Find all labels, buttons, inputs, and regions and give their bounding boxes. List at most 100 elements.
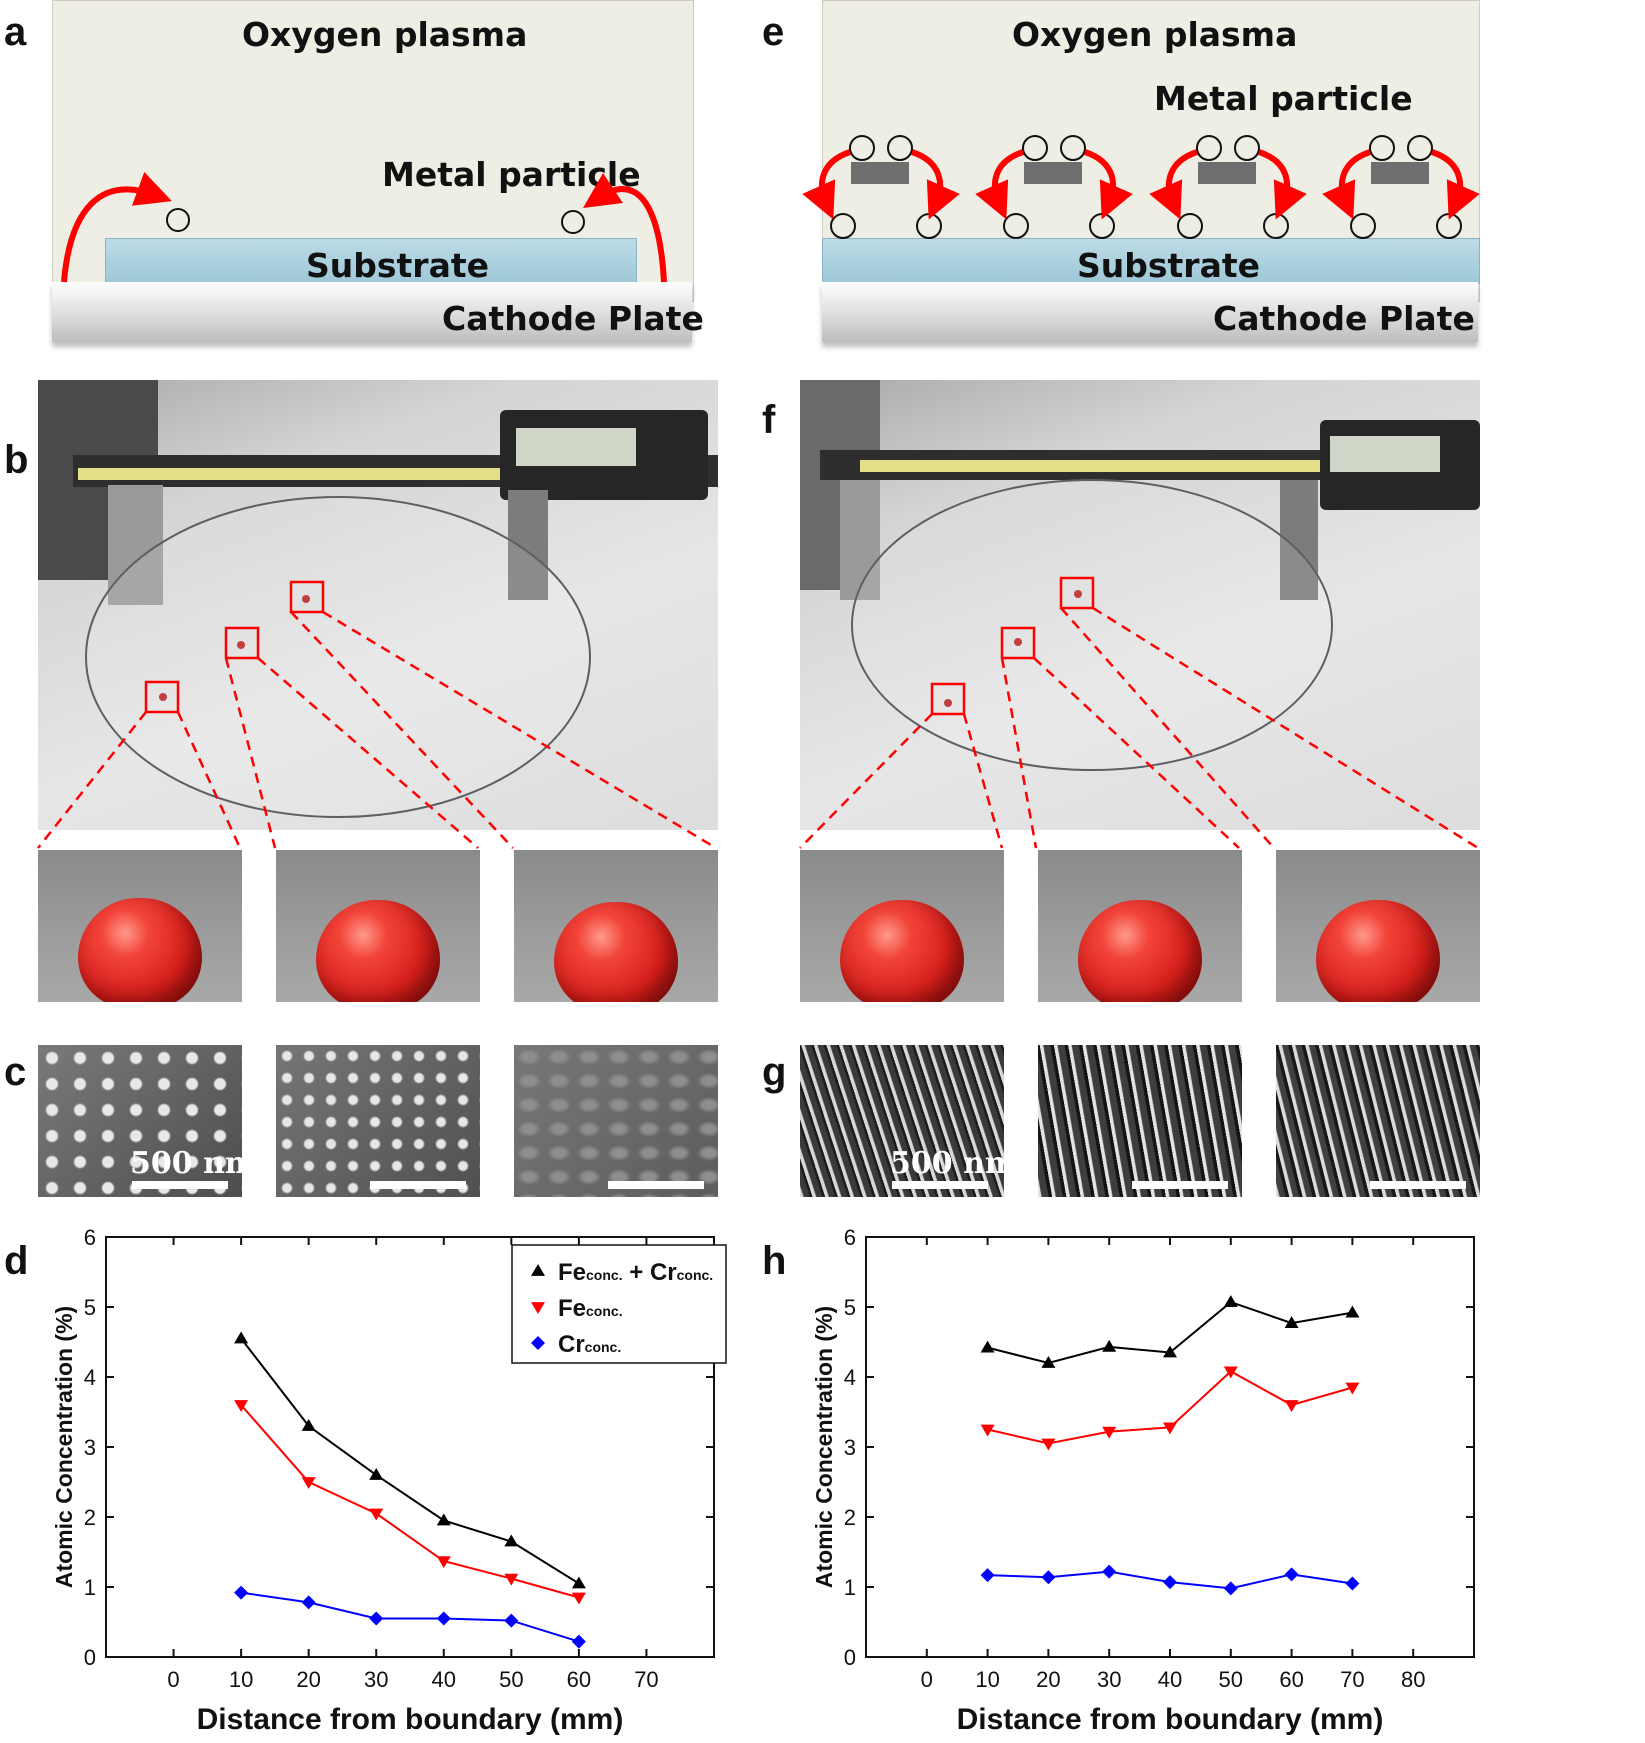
- x-tick-label-d: 0: [167, 1667, 179, 1692]
- y-tick-label-d: 6: [84, 1225, 96, 1250]
- y-tick-label-h: 3: [844, 1435, 856, 1460]
- panel-label-f: f: [762, 398, 776, 442]
- x-tick-label-d: 40: [432, 1667, 456, 1692]
- data-point-cr-d: [571, 1634, 586, 1649]
- data-point-total-h: [1284, 1316, 1299, 1328]
- legend-marker-total: [531, 1264, 545, 1276]
- mask-unit-3: [1149, 135, 1307, 239]
- data-point-total-d: [369, 1468, 384, 1480]
- y-axis-label-h: Atomic Concentration (%): [811, 1306, 837, 1588]
- droplet-photo-f2: [1038, 850, 1242, 1002]
- plasma-label-e: Oxygen plasma: [1012, 15, 1298, 54]
- legend-marker-fe: [531, 1302, 545, 1314]
- scale-text-c: 500 nm: [130, 1146, 242, 1181]
- data-point-total-d: [504, 1534, 519, 1547]
- x-tick-label-h: 40: [1158, 1667, 1182, 1692]
- x-tick-label-h: 10: [975, 1667, 999, 1692]
- data-point-cr-d: [369, 1611, 384, 1626]
- data-point-cr-h: [1102, 1564, 1117, 1579]
- x-tick-label-d: 20: [296, 1667, 320, 1692]
- sem-image-c3: [514, 1045, 718, 1197]
- data-point-total-h: [1163, 1345, 1177, 1358]
- y-tick-label-d: 3: [84, 1435, 96, 1460]
- data-point-fe-d: [504, 1573, 519, 1586]
- zoom-lines-b: [37, 580, 717, 850]
- x-tick-label-d: 30: [364, 1667, 388, 1692]
- data-point-cr-d: [504, 1613, 519, 1628]
- cathode-label-e: Cathode Plate: [1213, 299, 1475, 338]
- data-point-fe-h: [1041, 1438, 1056, 1451]
- data-point-total-h: [1102, 1339, 1117, 1352]
- panel-label-h: h: [762, 1239, 787, 1283]
- data-point-cr-h: [1041, 1570, 1056, 1585]
- data-point-total-d: [301, 1419, 316, 1431]
- series-line-fe-d: [240, 1404, 580, 1599]
- data-point-total-h: [980, 1340, 995, 1353]
- schematic-overlay-a: [61, 171, 667, 283]
- data-point-fe-d: [301, 1477, 316, 1489]
- x-tick-label-h: 0: [921, 1667, 933, 1692]
- data-point-fe-h: [1284, 1400, 1299, 1412]
- sem-image-g1: 500 nm: [800, 1045, 1004, 1197]
- wafer-photo-b: [38, 380, 718, 830]
- sem-image-c2: [276, 1045, 480, 1197]
- cathode-label-a: Cathode Plate: [442, 299, 704, 338]
- data-point-fe-d: [571, 1592, 586, 1605]
- y-tick-label-h: 0: [844, 1645, 856, 1670]
- data-point-cr-h: [1163, 1575, 1177, 1590]
- particle-label-e: Metal particle: [1154, 79, 1413, 118]
- x-tick-label-d: 70: [634, 1667, 658, 1692]
- data-point-total-d: [436, 1513, 451, 1526]
- scale-bar-g2: [1132, 1181, 1228, 1189]
- x-tick-label-h: 50: [1219, 1667, 1243, 1692]
- cathode-plate-a: [52, 282, 692, 342]
- y-tick-label-h: 2: [844, 1505, 856, 1530]
- x-tick-label-h: 30: [1097, 1667, 1121, 1692]
- sem-image-g3: [1276, 1045, 1480, 1197]
- plasma-label-a: Oxygen plasma: [242, 15, 528, 54]
- x-axis-label-h: Distance from boundary (mm): [957, 1703, 1384, 1736]
- data-point-cr-h: [1284, 1567, 1299, 1582]
- scale-text-g: 500 nm: [890, 1146, 1004, 1181]
- droplet-photo-f1: [800, 850, 1004, 1002]
- panel-label-a: a: [4, 10, 27, 54]
- data-point-fe-d: [436, 1556, 451, 1569]
- substrate-label-e: Substrate: [1077, 246, 1260, 285]
- x-axis-label-d: Distance from boundary (mm): [197, 1703, 624, 1736]
- data-point-cr-h: [1223, 1581, 1238, 1596]
- data-point-fe-h: [1102, 1426, 1117, 1439]
- arrow-left-a: [61, 171, 172, 283]
- zoom-lines-f: [799, 576, 1479, 850]
- y-tick-label-d: 5: [84, 1295, 96, 1320]
- data-point-fe-h: [1223, 1366, 1238, 1379]
- data-point-fe-h: [1345, 1382, 1360, 1395]
- substrate-a: [105, 238, 637, 284]
- data-point-fe-h: [980, 1424, 995, 1437]
- x-tick-label-h: 80: [1401, 1667, 1425, 1692]
- legend-label-total: Feconc. + Crconc.: [558, 1259, 713, 1286]
- data-point-cr-d: [301, 1595, 316, 1610]
- mask-unit-2: [975, 135, 1133, 239]
- data-point-fe-h: [1163, 1422, 1177, 1435]
- data-point-total-h: [1223, 1295, 1238, 1307]
- x-tick-label-d: 60: [567, 1667, 591, 1692]
- panel-label-b: b: [4, 438, 29, 482]
- x-tick-label-h: 60: [1279, 1667, 1303, 1692]
- panel-label-d: d: [4, 1239, 29, 1283]
- scale-bar-c2: [370, 1181, 466, 1189]
- scale-bar-g1: [892, 1181, 988, 1189]
- y-tick-label-d: 2: [84, 1505, 96, 1530]
- arrow-right-a: [583, 173, 667, 283]
- data-point-total-h: [1041, 1356, 1056, 1368]
- schematic-overlay-e: [802, 135, 1480, 239]
- x-tick-label-h: 20: [1036, 1667, 1060, 1692]
- y-tick-label-h: 1: [844, 1575, 856, 1600]
- data-point-fe-d: [369, 1508, 384, 1521]
- droplet-photo-b3: [514, 850, 718, 1002]
- y-tick-label-d: 0: [84, 1645, 96, 1670]
- sem-image-g2: [1038, 1045, 1242, 1197]
- y-tick-label-h: 5: [844, 1295, 856, 1320]
- legend-box-d: [511, 1244, 727, 1364]
